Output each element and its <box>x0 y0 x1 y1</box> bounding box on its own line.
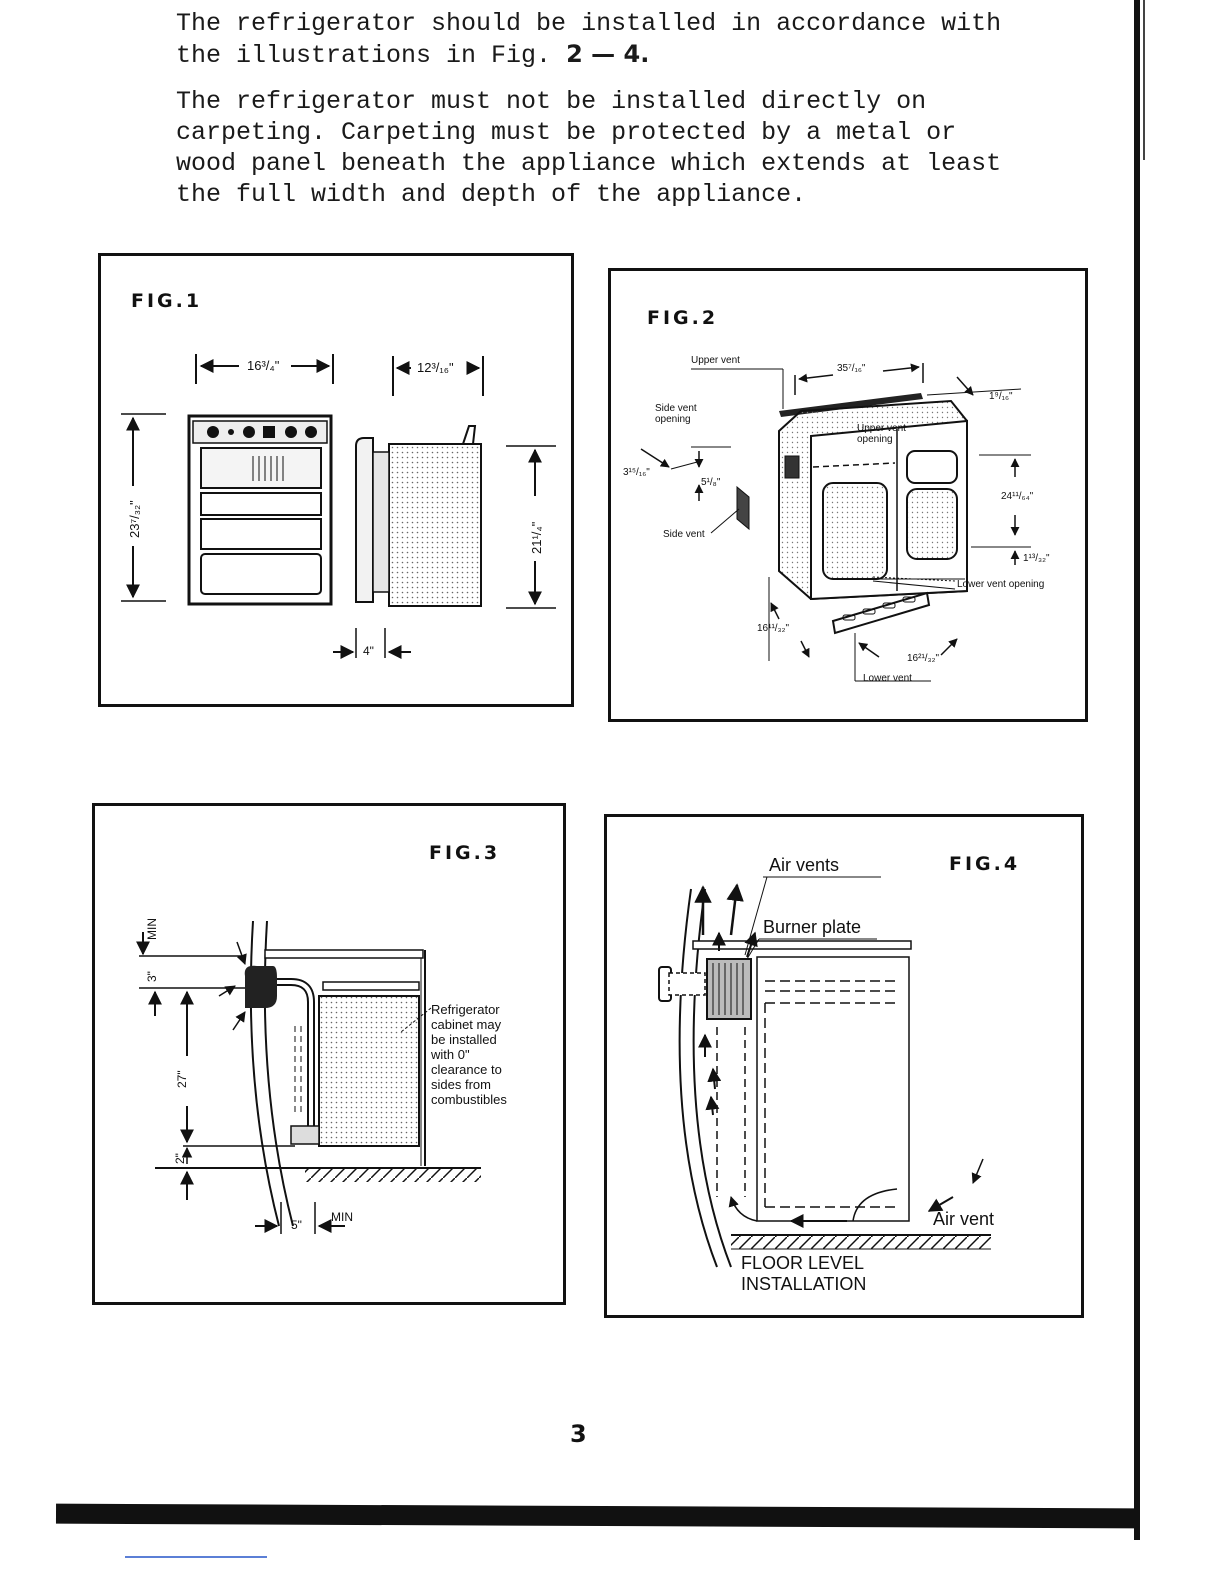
upper-vent-width-dimension: 35⁷/₁₆" <box>837 363 866 374</box>
fig4-floor-level-label: FLOOR LEVEL INSTALLATION <box>741 1253 867 1294</box>
fig1-depth-dimension: 12³/₁₆" <box>417 360 454 375</box>
figure-1-label: FIG.1 <box>131 290 203 312</box>
upper-vent-label: Upper vent <box>691 355 740 366</box>
blue-underline <box>125 1556 267 1558</box>
lower-width-dimension: 16²¹/₃₂" <box>907 653 940 664</box>
fig4-burner-plate-label: Burner plate <box>763 917 862 937</box>
right-rule <box>1134 0 1140 1540</box>
fig3-min-top-label: MIN <box>145 918 159 940</box>
page-number: 3 <box>570 1420 587 1448</box>
figure-3-panel: FIG.3 <box>92 803 566 1305</box>
fig3-min-bottom-label: MIN <box>331 1210 353 1224</box>
figure-2-label: FIG.2 <box>647 307 719 329</box>
fig3-dimension-5: 5" <box>291 1218 302 1232</box>
side-vent-opening-label: Side vent opening <box>655 403 697 425</box>
right-rule-thin <box>1143 0 1145 160</box>
figure-1-panel: FIG.1 <box>98 253 574 707</box>
bottom-rule <box>55 1503 1137 1529</box>
intro-paragraph-2: The refrigerator must not be installed d… <box>176 87 1002 209</box>
upper-right-dimension: 1⁹/₁₆" <box>989 391 1013 402</box>
lower-small-dimension: 1¹³/₃₂" <box>1023 553 1050 564</box>
figure-4-drawing <box>658 876 991 1268</box>
figure-2-panel: FIG.2 <box>608 268 1088 722</box>
fig3-cabinet-note: Refrigerator cabinet may be installed wi… <box>431 1002 507 1107</box>
lower-vent-opening-label: Lower vent opening <box>957 579 1045 590</box>
fig1-front-height-dimension: 23⁷/₃₂" <box>127 500 142 538</box>
upper-vent-opening-label: Upper vent opening <box>857 423 906 445</box>
figure-1-drawing <box>121 354 556 659</box>
intro-paragraph-1: The refrigerator should be installed in … <box>176 8 1001 71</box>
fig3-dimension-2: 2" <box>173 1153 187 1164</box>
figure-reference: 2 — 4. <box>566 40 650 68</box>
side-vent-small-dimension: 5¹/₈" <box>701 477 721 488</box>
lower-vent-label: Lower vent <box>863 673 912 684</box>
side-vent-left-dimension: 3¹⁵/₁₆" <box>623 467 650 478</box>
intro-paragraph-1-text: The refrigerator should be installed in … <box>176 9 1002 70</box>
height-dimension: 24¹¹/₆₄" <box>1001 491 1034 502</box>
figure-4-panel: FIG.4 <box>604 814 1084 1318</box>
fig1-side-height-dimension: 21¹/₄" <box>529 521 544 554</box>
fig1-width-dimension: 16³/₄" <box>247 358 280 373</box>
side-vent-label: Side vent <box>663 529 705 540</box>
lower-depth-dimension: 16¹¹/₃₂" <box>757 623 790 634</box>
fig4-air-vent-label: Air vent <box>933 1209 995 1229</box>
figure-2-drawing <box>640 363 1031 682</box>
fig3-dimension-27: 27" <box>175 1070 189 1088</box>
fig3-dimension-3: 3" <box>145 971 159 982</box>
figure-3-label: FIG.3 <box>429 842 501 864</box>
figure-4-label: FIG.4 <box>949 853 1021 875</box>
figure-3-drawing <box>136 920 481 1234</box>
fig1-bottom-dimension: 4" <box>363 644 374 658</box>
fig4-air-vents-label: Air vents <box>769 855 840 875</box>
